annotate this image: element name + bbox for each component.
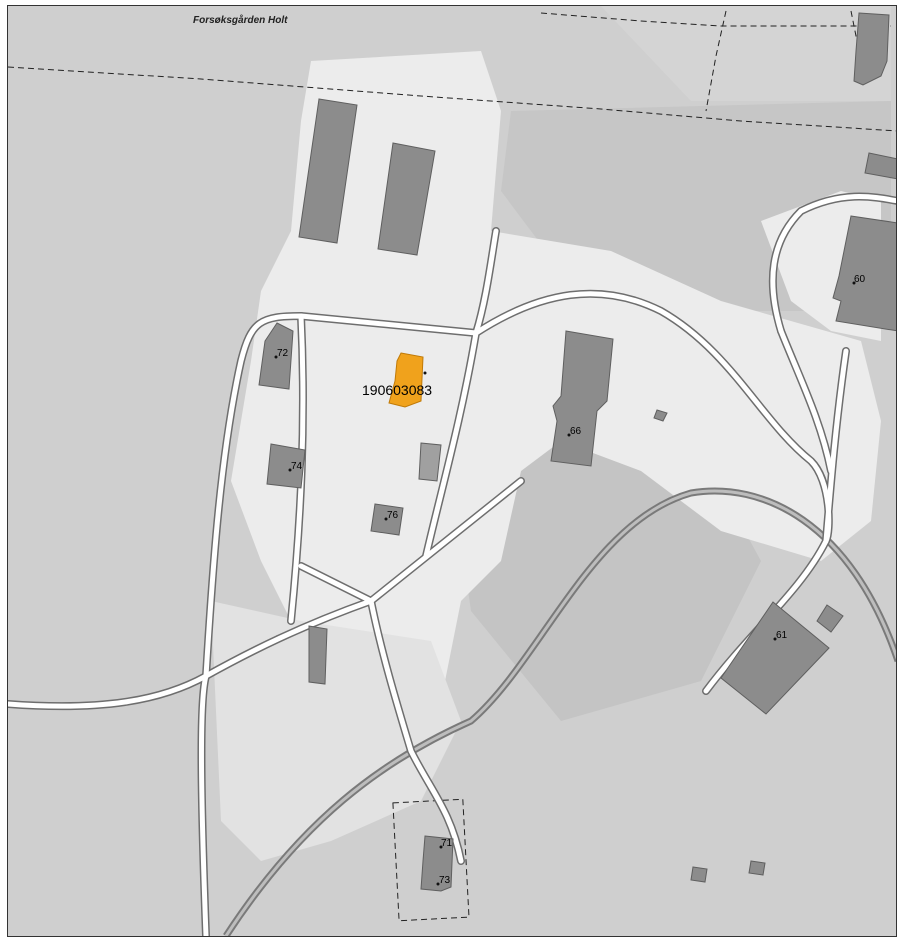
map-frame[interactable]: Forsøksgården Holt 190603083 60 61 66 71…: [7, 5, 897, 937]
building[interactable]: [816, 604, 844, 633]
building-60[interactable]: [832, 215, 897, 332]
address-label-72: 72: [277, 348, 289, 359]
selected-building-label: 190603083: [362, 382, 432, 398]
building-66[interactable]: [550, 330, 614, 467]
open-area: [211, 601, 461, 861]
address-label-73: 73: [439, 875, 451, 886]
building-74[interactable]: [266, 443, 306, 489]
property-boundaries: [8, 10, 896, 922]
buildings: [258, 12, 897, 892]
roads: [8, 192, 896, 936]
address-label-60: 60: [854, 274, 866, 285]
address-label-71: 71: [441, 838, 453, 849]
building[interactable]: [853, 12, 890, 86]
building[interactable]: [377, 142, 436, 256]
rail-track: [223, 487, 896, 936]
building[interactable]: [653, 409, 668, 422]
building-71-73[interactable]: [420, 835, 454, 892]
place-name-label: Forsøksgården Holt: [193, 14, 288, 26]
building-61[interactable]: [720, 601, 830, 715]
building[interactable]: [864, 152, 897, 180]
address-label-66: 66: [570, 426, 582, 437]
building[interactable]: [308, 625, 328, 685]
address-label-76: 76: [387, 510, 399, 521]
selected-building[interactable]: [388, 352, 424, 408]
building[interactable]: [298, 98, 358, 244]
building[interactable]: [690, 866, 708, 883]
address-markers: [274, 281, 856, 886]
building[interactable]: [748, 860, 766, 876]
field-area: [601, 6, 891, 101]
map-canvas[interactable]: Forsøksgården Holt 190603083 60 61 66 71…: [8, 6, 897, 937]
building[interactable]: [418, 442, 442, 482]
address-label-74: 74: [291, 461, 303, 472]
address-label-61: 61: [776, 630, 788, 641]
